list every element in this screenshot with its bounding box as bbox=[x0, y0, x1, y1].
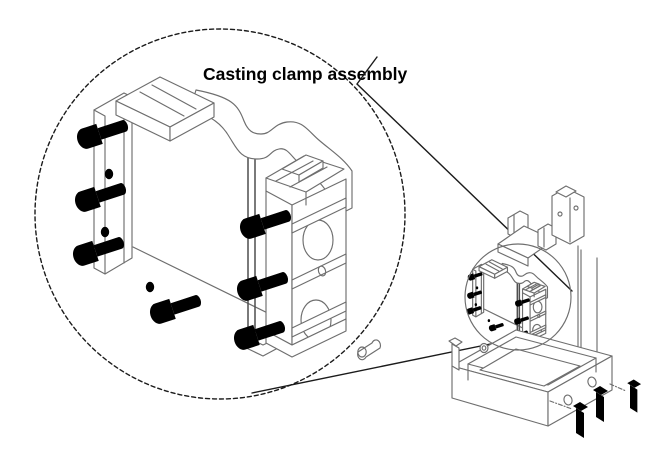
assembly-label: Casting clamp assembly bbox=[203, 64, 408, 84]
small-washer-part bbox=[480, 344, 488, 353]
upper-bracket-part bbox=[498, 211, 556, 266]
dowel-hole bbox=[563, 394, 573, 406]
centre-line bbox=[610, 384, 626, 391]
key-pin bbox=[627, 379, 642, 413]
centre-line bbox=[550, 401, 572, 409]
dowel-hole bbox=[587, 376, 597, 388]
zoom-source-circle bbox=[465, 244, 571, 350]
base-right-face bbox=[548, 356, 612, 426]
base-block bbox=[452, 330, 612, 426]
small-plug-part bbox=[449, 338, 462, 370]
exploded-subassembly-view bbox=[358, 186, 642, 438]
key-pin bbox=[573, 402, 588, 438]
casting-clamp-detail-drawing bbox=[70, 77, 352, 357]
small-screw-part bbox=[358, 340, 381, 360]
key-pin bbox=[593, 386, 608, 422]
detail-circle bbox=[34, 28, 406, 400]
leader-line-label-to-subassembly bbox=[356, 56, 573, 292]
detail-view bbox=[34, 28, 406, 400]
upper-right-block-part bbox=[552, 186, 584, 244]
casting-clamp-miniature bbox=[466, 260, 548, 341]
leader-line-circle-to-subassembly bbox=[251, 340, 506, 394]
